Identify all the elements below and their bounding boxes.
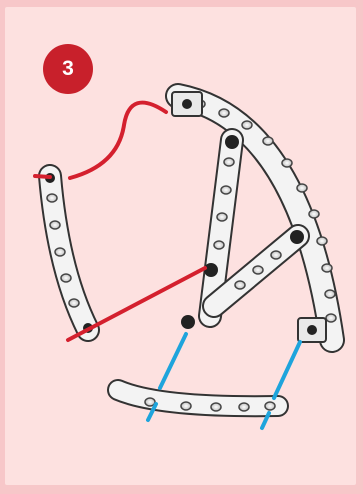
top-connector-block	[172, 92, 202, 116]
bottom-beam	[118, 390, 278, 411]
left-curved-beam	[45, 173, 93, 333]
foot-pin	[181, 315, 195, 329]
bottom-right-connector	[298, 318, 326, 342]
